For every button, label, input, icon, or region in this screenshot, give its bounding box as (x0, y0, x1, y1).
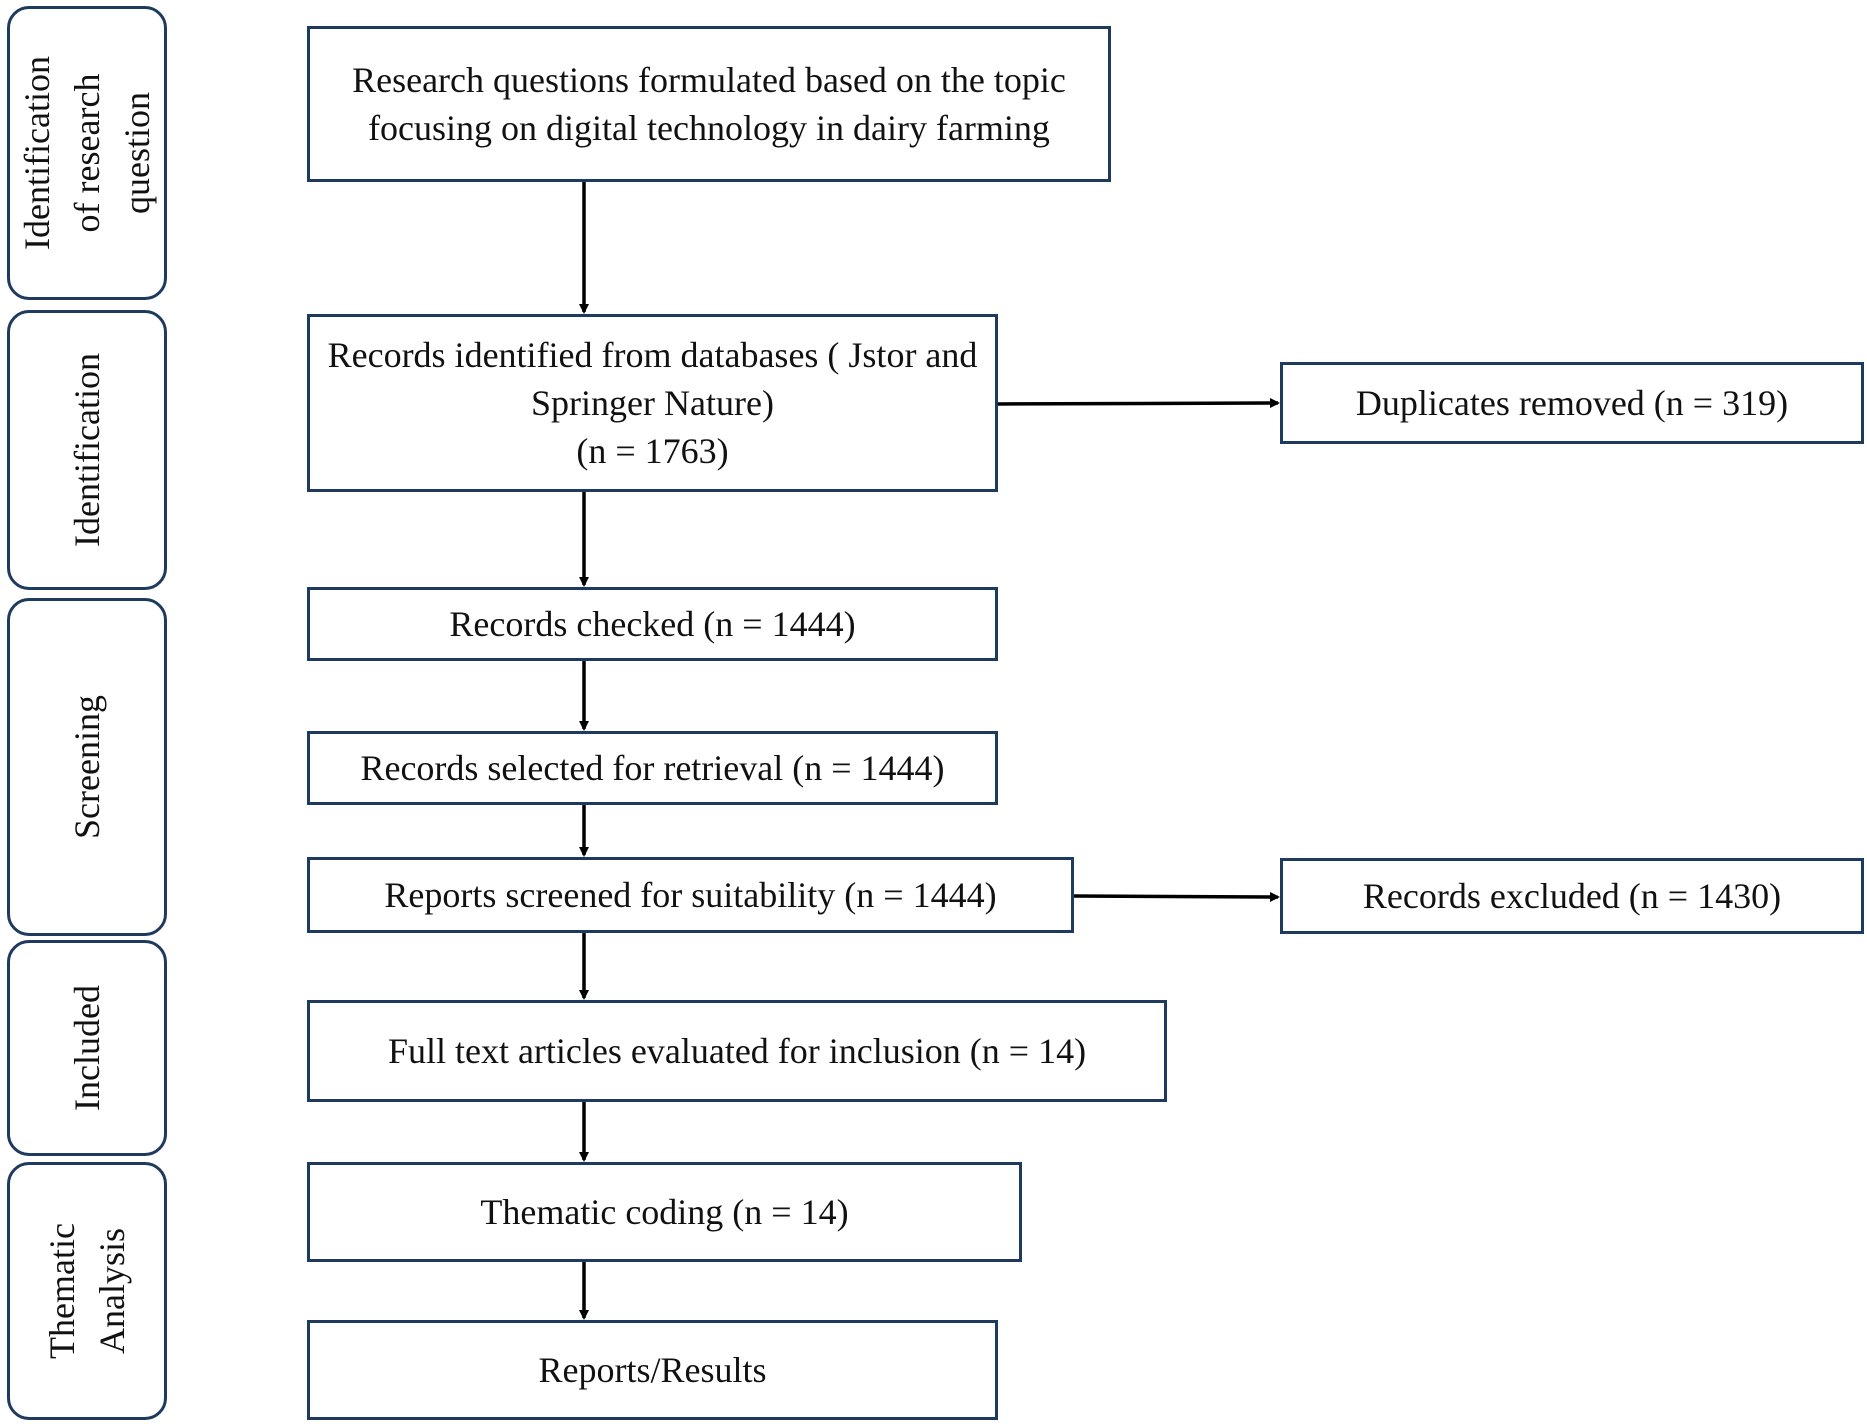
box-text: Records identified from databases ( Jsto… (327, 335, 978, 471)
box-reports-results: Reports/Results (307, 1320, 998, 1420)
box-text: Records checked (n = 1444) (449, 604, 856, 644)
box-text: Reports screened for suitability (n = 14… (384, 875, 997, 915)
box-text: Full text articles evaluated for inclusi… (387, 1031, 1087, 1071)
box-records-excluded: Records excluded (n = 1430) (1280, 858, 1864, 934)
phase-screening: Screening (7, 598, 167, 936)
box-text: Reports/Results (538, 1350, 767, 1390)
box-reports-screened: Reports screened for suitability (n = 14… (307, 857, 1074, 933)
box-thematic-coding: Thematic coding (n = 14) (307, 1162, 1022, 1262)
box-records-identified: Records identified from databases ( Jsto… (307, 314, 998, 492)
phase-thematic-analysis: Thematic Analysis (7, 1162, 167, 1420)
box-text: Research questions formulated based on t… (352, 60, 1066, 148)
box-text: Thematic coding (n = 14) (480, 1192, 849, 1232)
phase-included: Included (7, 940, 167, 1156)
phase-identification: Identification (7, 310, 167, 590)
box-records-checked: Records checked (n = 1444) (307, 587, 998, 661)
phase-identification-of-research-question: Identification of research question (7, 6, 167, 300)
arrow-screened-to-excluded (1072, 891, 1280, 902)
box-text: Records excluded (n = 1430) (1362, 876, 1782, 916)
box-full-text-articles: Full text articles evaluated for inclusi… (307, 1000, 1167, 1102)
box-records-selected: Records selected for retrieval (n = 1444… (307, 731, 998, 805)
box-duplicates-removed: Duplicates removed (n = 319) (1280, 362, 1864, 444)
box-text: Records selected for retrieval (n = 1444… (360, 748, 945, 788)
box-research-questions: Research questions formulated based on t… (307, 26, 1111, 182)
box-text: Duplicates removed (n = 319) (1355, 383, 1789, 423)
arrow-identified-to-duplicates (996, 398, 1280, 409)
